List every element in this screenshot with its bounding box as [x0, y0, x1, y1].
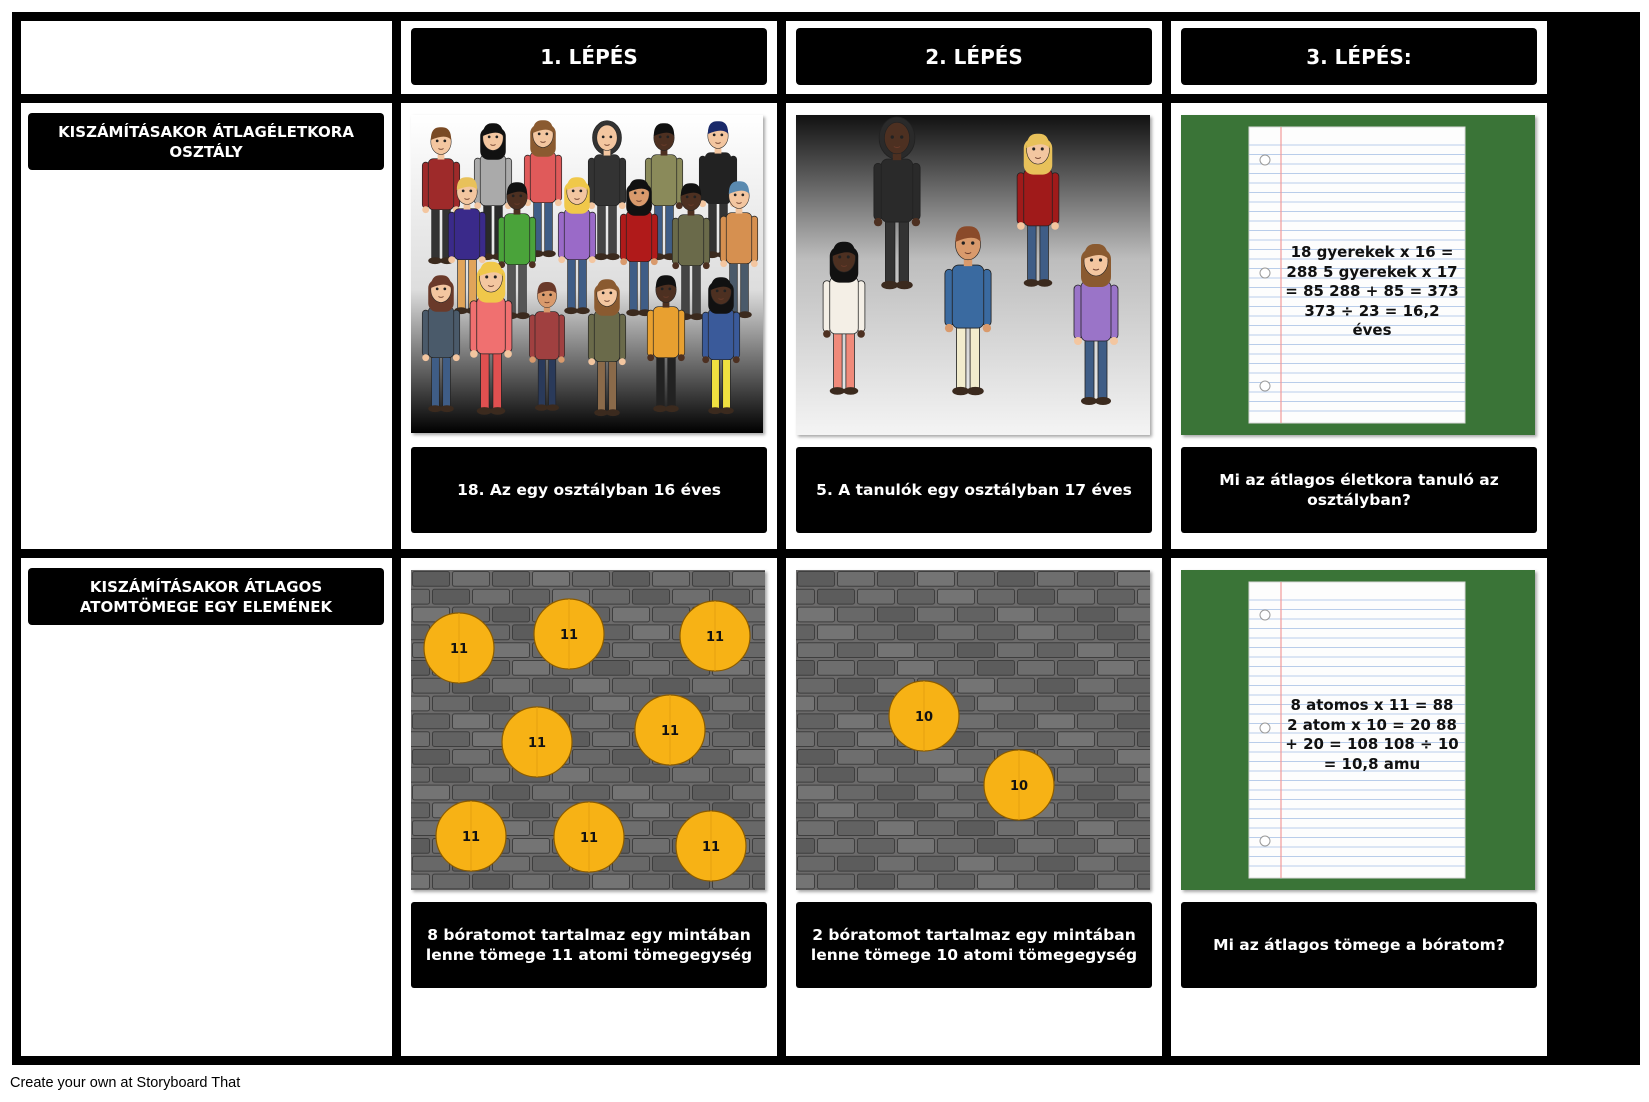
- row-1-label: KISZÁMÍTÁSAKOR ÁTLAGÉLETKORA OSZTÁLY: [28, 113, 384, 170]
- student-figure: [619, 179, 659, 317]
- coin-label: 10: [915, 710, 933, 725]
- students-crowd-scene: [411, 115, 763, 433]
- student-figure: [421, 275, 461, 413]
- student-figure: [944, 226, 992, 396]
- row-2-label: KISZÁMÍTÁSAKOR ÁTLAGOS ATOMTÖMEGE EGY EL…: [28, 568, 384, 625]
- coin-label: 11: [661, 724, 679, 739]
- row-2-step-2-cell: 10 10 2 bóratomot tartalmaz egy mintában …: [786, 558, 1162, 1056]
- student-figure: [587, 120, 627, 261]
- calculation-text-2: 8 atomos x 11 = 88 2 atom x 10 = 20 88 +…: [1285, 696, 1459, 773]
- student-figure: [497, 182, 537, 320]
- boron-atom-coin: 10: [983, 749, 1055, 821]
- student-figure: [719, 181, 759, 319]
- boron-atom-coin: 11: [553, 801, 625, 873]
- boron-atom-coin: 11: [501, 706, 573, 778]
- brick-wall-scene-2: 10 10: [796, 570, 1150, 890]
- corner-cell: [21, 21, 392, 94]
- row-2-step-1-cell: 11 11 11 11 11 11 11 11 8 bóratomot tartalmaz e…: [401, 558, 777, 1056]
- notebook-paper-2: [1248, 581, 1466, 879]
- notebook-scene-1: 18 gyerekek x 16 = 288 5 gyerekek x 17 =…: [1181, 115, 1535, 435]
- row-2-step-3-cell: 8 atomos x 11 = 88 2 atom x 10 = 20 88 +…: [1171, 558, 1547, 1056]
- step-2-header: 2. LÉPÉS: [796, 28, 1152, 85]
- row-2-step-1-caption: 8 bóratomot tartalmaz egy mintában lenne…: [411, 902, 767, 988]
- step-1-header: 1. LÉPÉS: [411, 28, 767, 85]
- row-1-step-3-caption: Mi az átlagos életkora tanuló az osztály…: [1181, 447, 1537, 533]
- calculation-text-1: 18 gyerekek x 16 = 288 5 gyerekek x 17 =…: [1285, 243, 1459, 339]
- student-figure: [873, 116, 921, 290]
- coin-label: 11: [706, 630, 724, 645]
- boron-atom-coin: 11: [423, 612, 495, 684]
- coin-label: 11: [560, 628, 578, 643]
- coin-label: 11: [702, 840, 720, 855]
- boron-atom-coin: 11: [679, 600, 751, 672]
- students-group-image: [822, 116, 1119, 405]
- coin-label: 11: [462, 830, 480, 845]
- boron-atom-coin: 10: [888, 680, 960, 752]
- notebook-scene-2: 8 atomos x 11 = 88 2 atom x 10 = 20 88 +…: [1181, 570, 1535, 890]
- row-1-label-cell: KISZÁMÍTÁSAKOR ÁTLAGÉLETKORA OSZTÁLY: [21, 103, 392, 549]
- row-2-step-3-caption: Mi az átlagos tömege a bóratom?: [1181, 902, 1537, 988]
- header-cell-2: 2. LÉPÉS: [786, 21, 1162, 94]
- step-3-header: 3. LÉPÉS:: [1181, 28, 1537, 85]
- student-figure: [529, 281, 565, 411]
- student-figure: [1016, 133, 1060, 287]
- student-figure: [523, 120, 563, 258]
- boron-atom-coin: 11: [435, 800, 507, 872]
- row-2-label-cell: KISZÁMÍTÁSAKOR ÁTLAGOS ATOMTÖMEGE EGY EL…: [21, 558, 392, 1056]
- brick-wall-1: 11 11 11 11 11 11 11 11: [411, 571, 765, 890]
- student-figure: [469, 261, 513, 415]
- student-figure: [701, 277, 741, 415]
- students-group-scene: [796, 115, 1150, 435]
- notebook-paper-1: [1248, 126, 1466, 424]
- boron-atom-coin: 11: [675, 810, 747, 882]
- coin-label: 11: [580, 831, 598, 846]
- header-cell-3: 3. LÉPÉS:: [1171, 21, 1547, 94]
- storyboard-grid: 1. LÉPÉS 2. LÉPÉS 3. LÉPÉS: KISZÁMÍTÁSAK…: [12, 12, 1640, 1065]
- boron-atom-coin: 11: [634, 694, 706, 766]
- brick-wall-2: 10 10: [796, 571, 1150, 890]
- coin-label: 11: [528, 736, 546, 751]
- student-figure: [587, 279, 627, 417]
- row-1-step-1-caption: 18. Az egy osztályban 16 éves: [411, 447, 767, 533]
- row-1-step-2-cell: 5. A tanulók egy osztályban 17 éves: [786, 103, 1162, 549]
- brick-wall-scene-1: 11 11 11 11 11 11 11 11: [411, 570, 765, 890]
- row-1-step-2-caption: 5. A tanulók egy osztályban 17 éves: [796, 447, 1152, 533]
- student-figure: [646, 275, 686, 413]
- storyboard-credit[interactable]: Create your own at Storyboard That: [10, 1075, 241, 1091]
- student-figure: [1073, 243, 1119, 405]
- coin-label: 11: [450, 642, 468, 657]
- student-figure: [671, 183, 711, 321]
- header-cell-1: 1. LÉPÉS: [401, 21, 777, 94]
- student-figure: [822, 241, 866, 395]
- students-crowd-image: [421, 120, 759, 417]
- coin-label: 10: [1010, 779, 1028, 794]
- boron-atom-coin: 11: [533, 598, 605, 670]
- student-figure: [557, 177, 597, 315]
- row-2-step-2-caption: 2 bóratomot tartalmaz egy mintában lenne…: [796, 902, 1152, 988]
- row-1-step-1-cell: 18. Az egy osztályban 16 éves: [401, 103, 777, 549]
- row-1-step-3-cell: 18 gyerekek x 16 = 288 5 gyerekek x 17 =…: [1171, 103, 1547, 549]
